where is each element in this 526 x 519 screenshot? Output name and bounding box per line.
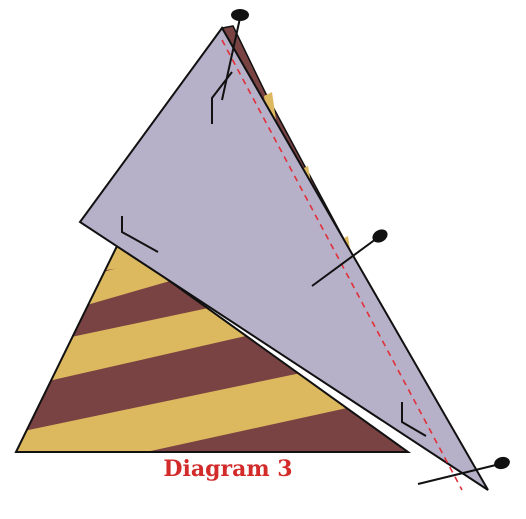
pin-head [494,456,510,470]
pin-head [231,9,249,21]
flap-shape [78,26,489,491]
guide-mark-bottom [401,402,427,437]
guide-mark-left [121,216,159,253]
folded-fabric-flap [78,26,489,491]
diagram-caption: Diagram 3 [163,456,293,482]
pin-bottom [417,456,510,485]
pin-top [221,9,249,101]
base-outline [14,242,412,453]
pin-head [372,229,388,243]
pin-middle [311,229,388,287]
